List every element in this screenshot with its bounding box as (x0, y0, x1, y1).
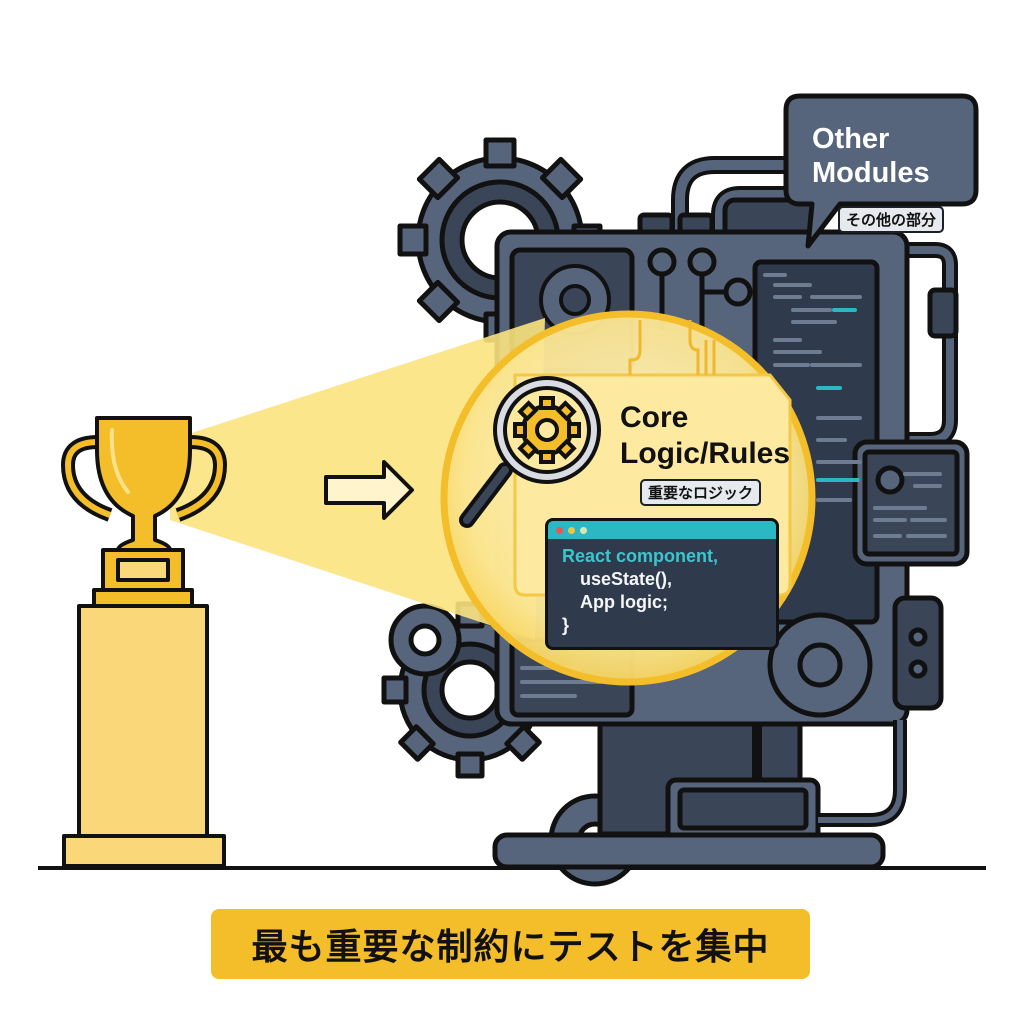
window-dot-red (556, 526, 563, 534)
other-modules-title-line1: Other (812, 123, 890, 155)
other-modules-subtitle-badge: その他の部分 (838, 206, 945, 233)
caption-text: 最も重要な制約にテストを集中 (251, 926, 770, 967)
core-logic-subtitle-badge: 重要なロジック (640, 479, 762, 506)
other-modules-title-line2: Modules (812, 157, 930, 189)
core-logic-title: Core Logic/Rules (620, 400, 790, 472)
core-logic-title-line2: Logic/Rules (620, 437, 791, 470)
core-logic-title-line1: Core (620, 401, 689, 434)
code-window: React component, useState(), App logic; … (545, 518, 779, 650)
other-modules-title: Other Modules (812, 122, 930, 190)
gear-icon (767, 612, 873, 718)
caption-banner: 最も重要な制約にテストを集中 (211, 909, 810, 979)
other-modules-bubble (783, 93, 979, 249)
code-line-2: useState(), (580, 569, 673, 589)
arrow-right-icon (324, 460, 414, 520)
code-lines: React component, useState(), App logic; … (548, 539, 776, 637)
window-dot-green (580, 526, 587, 534)
code-line-3: App logic; (580, 592, 668, 612)
code-line-4: } (562, 615, 570, 635)
window-dot-yellow (568, 526, 575, 534)
trophy-icon (61, 416, 227, 868)
gear-icon (388, 603, 462, 677)
code-window-titlebar (548, 521, 776, 539)
code-line-1: React component, (562, 546, 719, 566)
magnifier-gear-icon (459, 376, 601, 528)
